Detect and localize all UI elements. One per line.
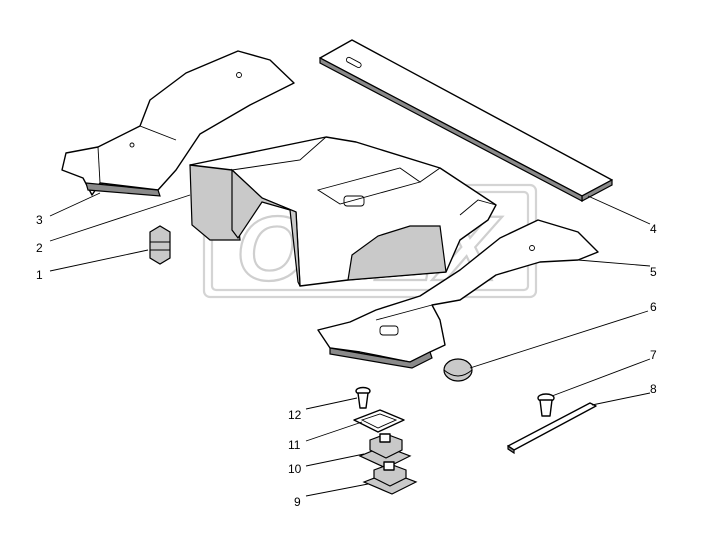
callout-labels: 3 2 1 4 5 6 7 8 12 11 10 9 — [36, 213, 657, 509]
callout-8: 8 — [650, 382, 657, 396]
callout-4: 4 — [650, 222, 657, 236]
part-11-frame — [353, 409, 405, 433]
callout-6: 6 — [650, 300, 657, 314]
part-2-tunnel-cover — [189, 136, 497, 287]
part-3-left-floor-mat — [61, 50, 295, 197]
leader-lines — [49, 192, 651, 497]
part-10-boot — [358, 433, 412, 469]
callout-5: 5 — [650, 265, 657, 279]
part-7-screw — [537, 393, 555, 417]
part-1-plug — [149, 225, 171, 265]
callout-3: 3 — [36, 213, 43, 227]
part-5-right-floor-mat — [317, 219, 599, 369]
callout-11: 11 — [288, 438, 301, 452]
callout-7: 7 — [650, 348, 657, 362]
part-8-trim-strip — [507, 402, 597, 455]
callout-12: 12 — [288, 408, 302, 422]
part-12-screw — [355, 386, 371, 409]
callout-1: 1 — [36, 268, 43, 282]
part-9-boot — [362, 461, 418, 495]
callout-9: 9 — [294, 495, 301, 509]
part-6-cap — [443, 358, 473, 382]
callout-2: 2 — [36, 241, 43, 255]
callout-10: 10 — [288, 462, 302, 476]
part-4-sealing-strip — [319, 39, 613, 202]
